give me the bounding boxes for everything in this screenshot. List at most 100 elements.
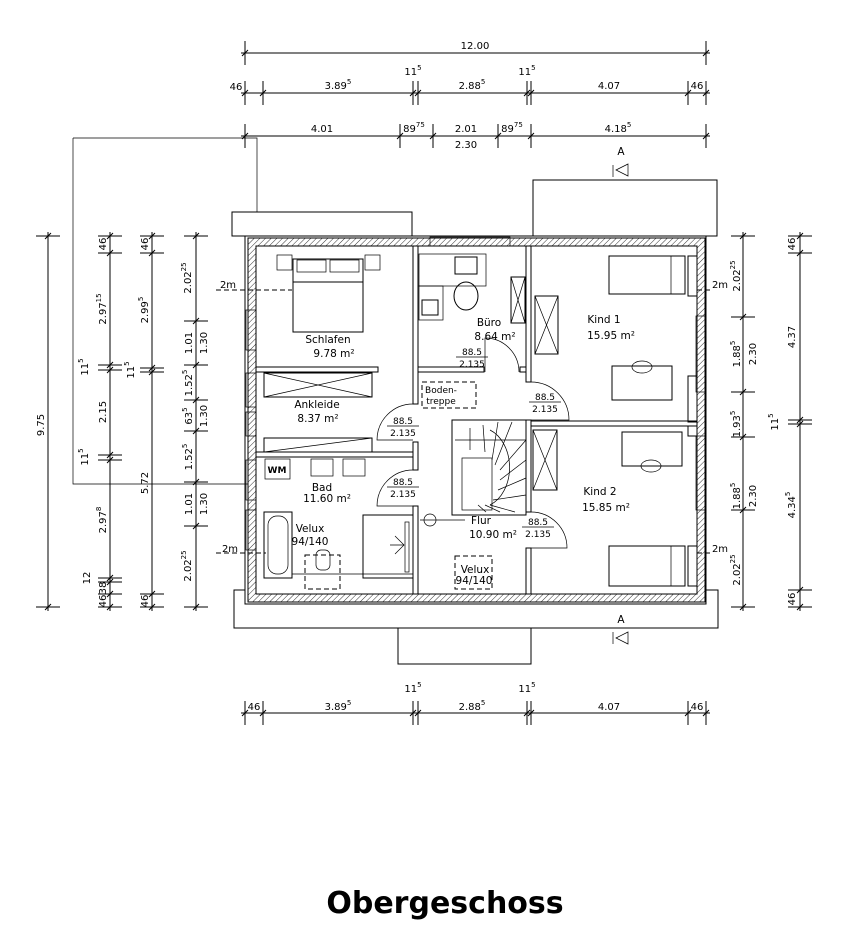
window bbox=[245, 459, 257, 501]
washer-label: WM bbox=[268, 466, 287, 476]
dimension-label: 46 bbox=[248, 702, 261, 713]
window bbox=[695, 435, 707, 511]
cabinet bbox=[510, 276, 526, 324]
dimension-label: 635 bbox=[181, 407, 195, 424]
dimension-label: 115 bbox=[767, 413, 781, 430]
dimension-tick-mark bbox=[259, 709, 267, 717]
dimension-label: 46 bbox=[140, 595, 151, 608]
dimension-tick-mark bbox=[409, 89, 417, 97]
dimension-tick-mark bbox=[796, 603, 804, 611]
dimension-tick-mark bbox=[396, 132, 404, 140]
dimension-label: 2.885 bbox=[459, 78, 486, 92]
room-name: Kind 1 bbox=[587, 314, 620, 326]
dimension-tick-mark bbox=[259, 89, 267, 97]
dimension-label: 46 bbox=[691, 81, 704, 92]
doors bbox=[376, 337, 570, 549]
dimension-tick-mark bbox=[192, 361, 200, 369]
dimension-label: 46 bbox=[787, 238, 798, 251]
window bbox=[695, 315, 707, 393]
dimension-label: 46 bbox=[140, 238, 151, 251]
room-area: 15.85 m² bbox=[582, 502, 630, 514]
bed-kind1 bbox=[608, 255, 686, 295]
door-height: 2.135 bbox=[390, 429, 416, 439]
door-bad bbox=[376, 469, 414, 507]
door-width: 88.5 bbox=[535, 393, 555, 403]
dimension-tick-mark bbox=[192, 427, 200, 435]
dimension-tick-mark bbox=[739, 433, 747, 441]
room-area: 9.78 m² bbox=[313, 348, 354, 360]
room-area: 8.37 m² bbox=[297, 413, 338, 425]
nightstand bbox=[276, 254, 293, 271]
door-size-label: 88.52.135 bbox=[456, 348, 488, 370]
attic-stair-hatch bbox=[421, 381, 477, 409]
sink bbox=[342, 458, 366, 477]
dimension-label: 4.185 bbox=[605, 121, 632, 135]
dimension-chain-vertical: 9.75 bbox=[36, 232, 60, 611]
dimension-label: 2.885 bbox=[459, 699, 486, 713]
dimension-leaders bbox=[72, 137, 712, 645]
attic-stair-label: treppe bbox=[426, 397, 456, 407]
dimension-label: 4.07 bbox=[598, 702, 620, 713]
dimension-tick-mark bbox=[739, 506, 747, 514]
door-size-label: 88.5 2.135 bbox=[387, 417, 419, 439]
door-height: 2.135 bbox=[525, 530, 551, 540]
dimension-label: 4.07 bbox=[598, 81, 620, 92]
dimension-tick-mark bbox=[796, 249, 804, 257]
desk-kind2 bbox=[621, 431, 683, 467]
room-name: Bad bbox=[312, 482, 332, 494]
dimension-tick-mark bbox=[44, 232, 52, 240]
dimension-label: 2.30 bbox=[748, 485, 759, 507]
skylight-label: Velux bbox=[296, 523, 325, 535]
dimension-tick-mark bbox=[148, 603, 156, 611]
dimension-tick-mark bbox=[44, 603, 52, 611]
dimension-tick-mark bbox=[192, 232, 200, 240]
toilet bbox=[315, 549, 331, 571]
dimension-label: 1.01 bbox=[184, 332, 195, 354]
dimension-label: 115 bbox=[518, 681, 535, 695]
dimension-label: 1.01 bbox=[184, 493, 195, 515]
dimension-label: 46 bbox=[230, 82, 243, 93]
window bbox=[245, 309, 257, 351]
dimension-tick-mark bbox=[684, 709, 692, 717]
buero-desk bbox=[418, 253, 487, 287]
dimension-tick-mark bbox=[241, 132, 249, 140]
height-marker: 2m bbox=[220, 280, 236, 291]
dimension-tick-mark bbox=[702, 49, 710, 57]
door-width: 88.5 bbox=[393, 478, 413, 488]
dimension-label: 2.15 bbox=[98, 401, 109, 423]
dimension-label: 1.30 bbox=[199, 493, 210, 515]
dimension-tick-mark bbox=[739, 388, 747, 396]
dimension-label: 8975 bbox=[403, 121, 425, 135]
dimension-label: 115 bbox=[123, 361, 137, 378]
dimension-tick-mark bbox=[148, 368, 156, 376]
door-height: 2.135 bbox=[390, 490, 416, 500]
dimension-tick-mark bbox=[796, 420, 804, 428]
dimension-label: 2.995 bbox=[137, 297, 151, 324]
skylight-size: 94/140 bbox=[292, 536, 329, 548]
dimension-tick-mark bbox=[106, 451, 114, 459]
dimension-tick-mark bbox=[523, 709, 531, 717]
desk-kind1 bbox=[611, 365, 673, 401]
dimension-tick-mark bbox=[148, 232, 156, 240]
dimension-label: 3.895 bbox=[325, 699, 352, 713]
door-width: 88.5 bbox=[393, 417, 413, 427]
dimension-label: 2.01 bbox=[455, 124, 477, 135]
staircase bbox=[451, 419, 527, 516]
wardrobe bbox=[263, 372, 373, 398]
dimension-tick-mark bbox=[527, 132, 535, 140]
dimension-tick-mark bbox=[702, 132, 710, 140]
dimension-tick-mark bbox=[148, 249, 156, 257]
dimension-tick-mark bbox=[414, 89, 422, 97]
dimension-label: 4.01 bbox=[311, 124, 333, 135]
dimension-label: 46 bbox=[691, 702, 704, 713]
roof-bottom-extension bbox=[397, 627, 532, 665]
dimension-chain-horizontal: 12.00 bbox=[241, 41, 710, 65]
dimension-label: 2.30 bbox=[748, 343, 759, 365]
door-buero bbox=[484, 337, 520, 373]
dimension-tick-mark bbox=[192, 522, 200, 530]
dimension-tick-mark bbox=[739, 232, 747, 240]
dimension-label: 2.0225 bbox=[180, 262, 194, 293]
